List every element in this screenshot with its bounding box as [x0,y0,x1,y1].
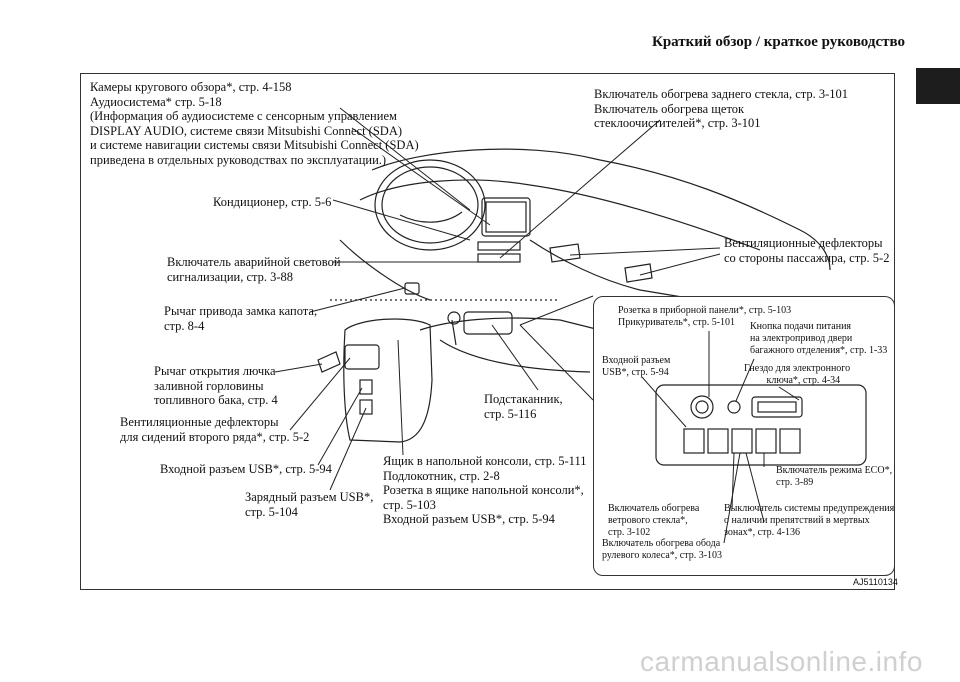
callout-console-box: Ящик в напольной консоли, стр. 5-111 Под… [383,454,587,526]
callout-cameras-audio: Камеры кругового обзора*, стр. 4-158 Ауд… [90,80,419,167]
callout-cupholder: Подстаканник, стр. 5-116 [484,392,563,421]
inset-socket-label: Розетка в приборной панели*, стр. 5-103 … [618,305,792,328]
callout-aircon: Кондиционер, стр. 5-6 [213,195,332,209]
watermark: carmanualsonline.info [640,646,923,677]
callout-rear-defog: Включатель обогрева заднего стекла, стр.… [594,87,849,130]
page-header: Краткий обзор / краткое руководство [651,34,905,50]
chapter-tab [916,68,960,104]
callout-usb-input: Входной разъем USB*, стр. 5-94 [160,462,332,476]
callout-passenger-vents: Вентиляционные дефлекторы со стороны пас… [724,236,890,265]
inset-windshield-label: Включатель обогрева ветрового стекла*, с… [608,503,700,538]
inset-eco-label: Включатель режима ECO*, стр. 3-89 [776,465,893,488]
switch-panel-drawing [641,331,867,544]
inset-tailgate-label: Кнопка подачи питания на электропривод д… [750,321,888,356]
inset-wheel-heat-label: Включатель обогрева обода рулевого колес… [602,538,723,561]
inset-usb-label: Входной разъем USB*, стр. 5-94 [602,355,671,378]
callout-hood-lever: Рычаг привода замка капота, стр. 8-4 [164,304,318,333]
figure-code: AJ5110134 [853,577,898,587]
inset-key-slot-label: Гнездо для электронного ключа*, стр. 4-3… [744,363,851,386]
callout-usb-charge: Зарядный разъем USB*, стр. 5-104 [245,490,374,519]
switch-panel-inset: Розетка в приборной панели*, стр. 5-103 … [593,296,895,576]
callout-fuel-lever: Рычаг открытия лючка заливной горловины … [154,364,278,407]
callout-rear-vents: Вентиляционные дефлекторы для сидений вт… [120,415,310,444]
inset-blind-spot-label: Выключатель системы предупреждения о нал… [724,503,895,538]
callout-hazard: Включатель аварийной световой сигнализац… [167,255,341,284]
